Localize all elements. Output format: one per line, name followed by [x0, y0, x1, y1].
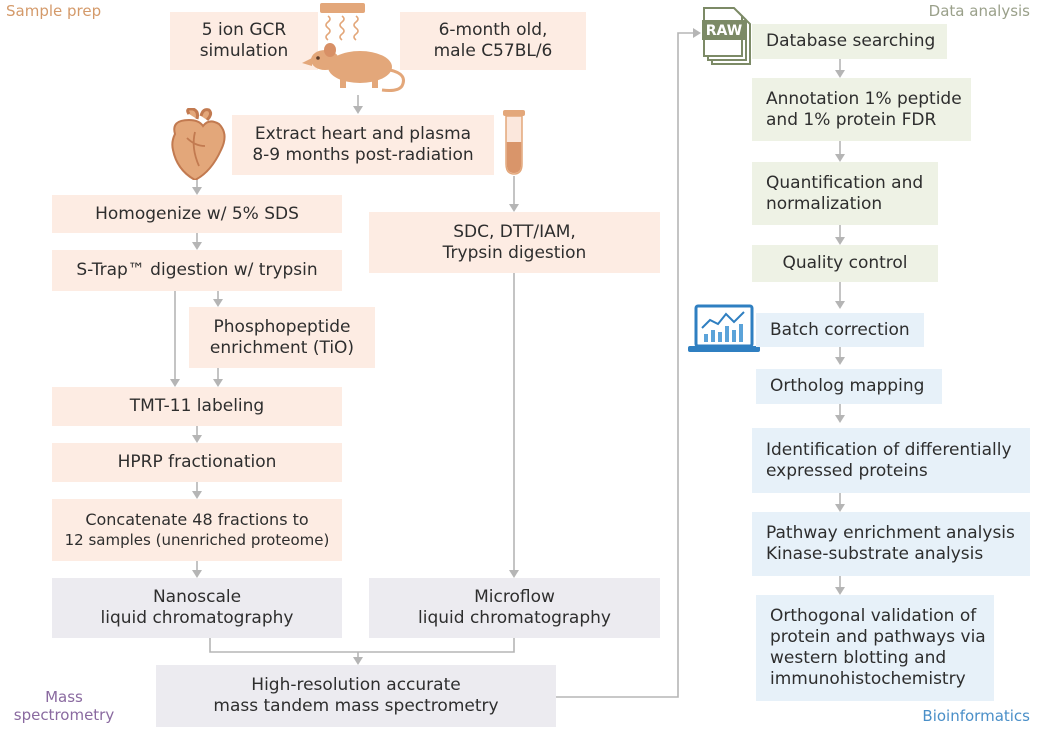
phospho-line1: Phosphopeptide — [213, 316, 351, 337]
concatenate-line1: Concatenate 48 fractions to — [85, 510, 309, 529]
microflow-line2: liquid chromatography — [418, 608, 611, 628]
quality-text: Quality control — [782, 253, 908, 273]
nanoscale-lc-box: Nanoscale liquid chromatography — [52, 578, 342, 638]
pathway-analysis-box: Pathway enrichment analysis Kinase-subst… — [752, 512, 1030, 576]
quantification-box: Quantification and normalization — [752, 162, 938, 225]
extract-line1: Extract heart and plasma — [254, 124, 472, 144]
phosphopeptide-box: Phosphopeptide enrichment (TiO) — [189, 307, 375, 368]
validation-line3: western blotting and — [770, 648, 947, 668]
validation-line2: protein and pathways via — [770, 627, 986, 647]
validation-line4: immunohistochemistry — [770, 669, 966, 689]
homogenize-text: Homogenize w/ 5% SDS — [95, 203, 299, 224]
section-label-sample-prep: Sample prep — [6, 2, 101, 20]
sdc-digestion-box: SDC, DTT/IAM, Trypsin digestion — [369, 212, 660, 273]
sdc-line1: SDC, DTT/IAM, — [453, 221, 576, 242]
data-analysis-label: Data analysis — [928, 2, 1030, 20]
gcr-line1: 5 ion GCR — [201, 20, 287, 40]
annotation-line2: and 1% protein FDR — [766, 109, 937, 130]
identification-box: Identification of differentially express… — [752, 428, 1030, 493]
hram-ms-box: High-resolution accurate mass tandem mas… — [156, 665, 556, 727]
nanoscale-line1: Nanoscale — [152, 587, 242, 607]
identification-line1: Identification of differentially — [766, 439, 1012, 460]
quantification-line2: normalization — [766, 193, 883, 214]
batch-text: Batch correction — [770, 319, 910, 340]
annotation-line1: Annotation 1% peptide — [766, 88, 962, 109]
identification-line2: expressed proteins — [766, 460, 928, 481]
bioinformatics-label: Bioinformatics — [922, 707, 1030, 725]
orthogonal-validation-box: Orthogonal validation of protein and pat… — [756, 595, 994, 701]
concatenate-box: Concatenate 48 fractions to 12 samples (… — [52, 499, 342, 561]
gcr-simulation-box: 5 ion GCR simulation — [170, 12, 318, 70]
mass-spec-label-line1: Mass — [45, 688, 83, 706]
tmt-text: TMT-11 labeling — [129, 396, 265, 416]
radiation-source-icon — [302, 3, 405, 92]
mouse-info-box: 6-month old, male C57BL/6 — [400, 12, 586, 70]
mass-spec-label-line2: spectrometry — [13, 706, 115, 724]
section-label-bioinformatics: Bioinformatics — [922, 707, 1030, 725]
ortholog-mapping-box: Ortholog mapping — [756, 369, 942, 404]
strap-text: S-Trap™ digestion w/ trypsin — [76, 260, 318, 280]
pathway-line1: Pathway enrichment analysis — [766, 523, 1015, 543]
homogenize-box: Homogenize w/ 5% SDS — [52, 195, 342, 233]
laptop-chart-icon — [688, 304, 760, 352]
tmt-labeling-box: TMT-11 labeling — [52, 387, 342, 426]
raw-label: RAW — [706, 23, 742, 39]
section-label-mass-spec: Mass spectrometry — [8, 688, 120, 724]
validation-line1: Orthogonal validation of — [770, 606, 977, 626]
phospho-line2: enrichment (TiO) — [209, 337, 355, 358]
mouse-info-line1: 6-month old, — [438, 20, 548, 40]
microflow-line1: Microflow — [474, 587, 555, 607]
database-searching-box: Database searching — [752, 24, 947, 59]
ortholog-text: Ortholog mapping — [770, 376, 925, 396]
section-label-data-analysis: Data analysis — [929, 2, 1030, 20]
hram-line2: mass tandem mass spectrometry — [213, 696, 499, 716]
hram-line1: High-resolution accurate — [251, 675, 461, 695]
concatenate-line2: 12 samples (unenriched proteome) — [64, 531, 330, 549]
nanoscale-line2: liquid chromatography — [100, 608, 294, 628]
raw-file-icon: RAW — [702, 7, 751, 65]
annotation-box: Annotation 1% peptide and 1% protein FDR — [752, 78, 971, 141]
sdc-line2: Trypsin digestion — [442, 242, 587, 263]
microflow-lc-box: Microflow liquid chromatography — [369, 578, 660, 638]
quantification-line1: Quantification and — [766, 172, 924, 193]
strap-digestion-box: S-Trap™ digestion w/ trypsin — [52, 250, 342, 291]
sample-prep-label: Sample prep — [6, 2, 102, 20]
extract-line2: 8-9 months post-radiation — [252, 145, 474, 165]
mouse-icon — [302, 43, 405, 92]
gcr-line2: simulation — [199, 41, 289, 61]
pathway-line2: Kinase-substrate analysis — [766, 544, 984, 564]
hprp-text: HPRP fractionation — [117, 452, 277, 472]
hprp-box: HPRP fractionation — [52, 443, 342, 482]
batch-correction-box: Batch correction — [756, 313, 924, 347]
quality-control-box: Quality control — [752, 245, 938, 282]
extract-box: Extract heart and plasma 8-9 months post… — [232, 115, 494, 175]
mouse-info-line2: male C57BL/6 — [433, 41, 553, 61]
test-tube-icon — [503, 110, 525, 175]
database-text: Database searching — [766, 31, 936, 51]
heart-icon — [171, 108, 226, 180]
